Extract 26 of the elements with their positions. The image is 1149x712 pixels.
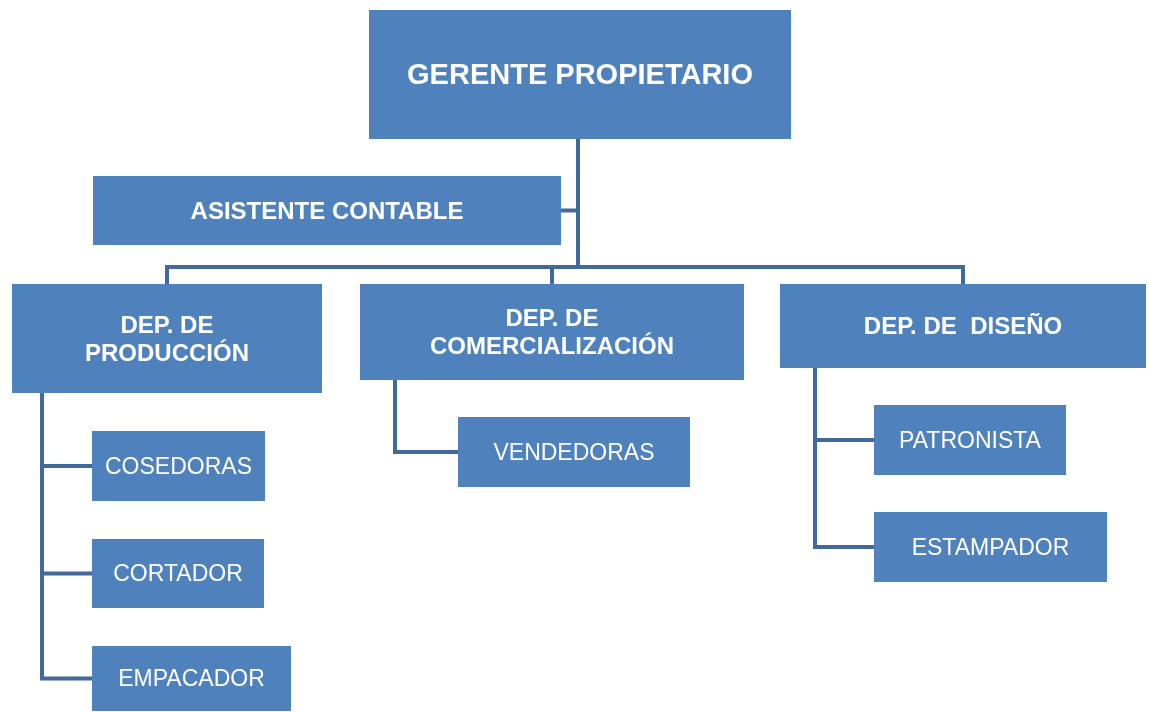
org-box xyxy=(92,431,265,501)
role-label: COSEDORAS xyxy=(105,452,252,480)
connector-line xyxy=(576,139,965,284)
connector-line xyxy=(40,393,92,681)
org-box xyxy=(92,646,291,711)
org-box xyxy=(458,417,690,487)
role-label: ESTAMPADOR xyxy=(911,533,1070,561)
role-label: VENDEDORAS xyxy=(493,438,655,466)
connector-line xyxy=(393,380,458,454)
role-label: PATRONISTA xyxy=(899,426,1041,454)
org-box xyxy=(369,10,791,139)
org-box xyxy=(93,176,561,245)
role-label: GERENTE PROPIETARIO xyxy=(407,58,753,91)
org-box xyxy=(92,539,264,608)
role-label: DEP. DE PRODUCCIÓN xyxy=(84,310,250,367)
connector-line xyxy=(813,368,874,549)
role-label: EMPACADOR xyxy=(118,665,265,692)
role-label: CORTADOR xyxy=(113,560,243,587)
org-box xyxy=(874,405,1066,475)
role-label: ASISTENTE CONTABLE xyxy=(190,196,464,225)
org-box xyxy=(874,512,1107,582)
role-label: DEP. DE COMERCIALIZACIÓN xyxy=(429,304,675,360)
org-box xyxy=(780,284,1146,368)
role-label: DEP. DE DISEÑO xyxy=(863,312,1063,340)
org-box xyxy=(12,284,322,393)
org-box xyxy=(360,284,744,380)
